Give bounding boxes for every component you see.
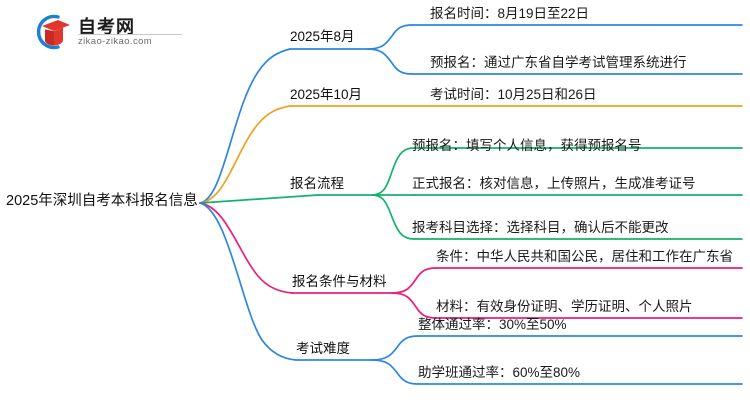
logo-mark-icon xyxy=(36,14,70,50)
logo-brand-name: 自考网 xyxy=(78,17,135,37)
leaf-node-1-2[interactable]: 预报名：通过广东省自学考试管理系统进行 xyxy=(430,55,687,70)
logo-divider xyxy=(78,34,182,35)
leaf-node-3-1[interactable]: 预报名：填写个人信息，获得预报名号 xyxy=(412,138,642,153)
leaf-node-5-2[interactable]: 助学班通过率：60%至80% xyxy=(418,365,581,380)
branch-node-2[interactable]: 2025年10月 xyxy=(290,87,363,102)
leaf-node-5-1[interactable]: 整体通过率：30%至50% xyxy=(418,317,567,332)
leaf-node-2-1[interactable]: 考试时间：10月25日和26日 xyxy=(430,87,597,102)
leaf-node-4-1[interactable]: 条件：中华人民共和国公民，居住和工作在广东省 xyxy=(436,249,733,264)
site-logo: 自考网 zikao-zikao.com xyxy=(28,10,188,54)
mindmap-root-node[interactable]: 2025年深圳自考本科报名信息 xyxy=(6,193,198,209)
leaf-node-4-2[interactable]: 材料：有效身份证明、学历证明、个人照片 xyxy=(436,299,693,314)
branch-node-5[interactable]: 考试难度 xyxy=(296,341,350,356)
branch-node-3[interactable]: 报名流程 xyxy=(290,176,344,191)
leaf-node-3-3[interactable]: 报考科目选择：选择科目，确认后不能更改 xyxy=(412,220,669,235)
logo-brand-url: zikao-zikao.com xyxy=(78,36,153,47)
branch-node-1[interactable]: 2025年8月 xyxy=(290,29,355,44)
leaf-node-1-1[interactable]: 报名时间：8月19日至22日 xyxy=(430,6,590,21)
branch-node-4[interactable]: 报名条件与材料 xyxy=(292,274,387,289)
leaf-node-3-2[interactable]: 正式报名：核对信息，上传照片，生成准考证号 xyxy=(412,176,696,191)
